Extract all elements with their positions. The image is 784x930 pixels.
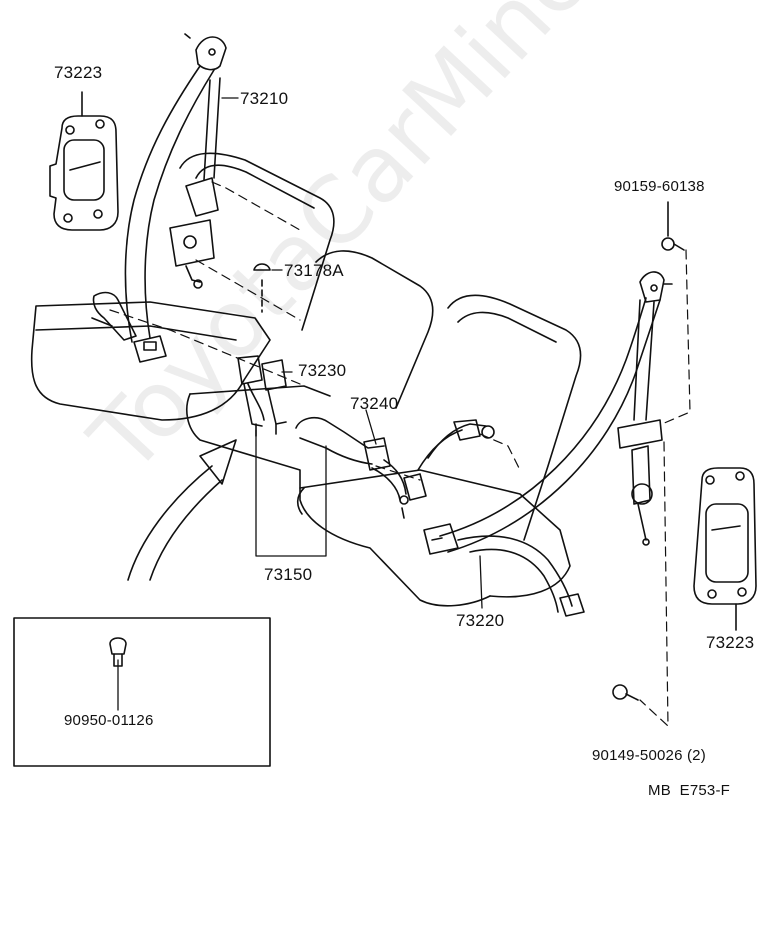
diagram-code: MB E753-F	[648, 782, 731, 799]
label-73220: 73220	[456, 611, 505, 630]
cover-73223-right	[694, 468, 756, 630]
label-73210: 73210	[240, 89, 289, 108]
belt-73220	[424, 298, 660, 616]
cap-73178a	[254, 264, 270, 312]
label-90159-60138: 90159-60138	[614, 178, 705, 195]
buckle-73230	[238, 356, 286, 436]
right-retractor	[618, 272, 672, 545]
label-73178a: 73178A	[284, 261, 344, 280]
label-90149-50026: 90149-50026 (2)	[592, 747, 706, 764]
belt-73210	[125, 34, 226, 362]
bolt-90159	[662, 202, 684, 250]
bolt-90149	[613, 685, 638, 700]
label-90950-01126: 90950-01126	[64, 712, 154, 729]
front-seat-left	[32, 153, 334, 420]
reference-lines	[110, 182, 690, 726]
belt-73240	[296, 418, 426, 518]
pointer-arrow	[128, 440, 236, 580]
label-73223-left: 73223	[54, 63, 103, 82]
belt-73220-upper-strap	[418, 420, 494, 470]
cover-73223-left	[50, 92, 118, 230]
rear-bench-seat	[187, 251, 581, 606]
label-73150: 73150	[264, 565, 313, 584]
inset-box	[14, 618, 270, 766]
leader-lines	[118, 98, 482, 710]
label-73223-right: 73223	[706, 633, 755, 652]
label-73240: 73240	[350, 394, 399, 413]
left-floor-buckle	[92, 293, 136, 340]
label-73230: 73230	[298, 361, 347, 380]
